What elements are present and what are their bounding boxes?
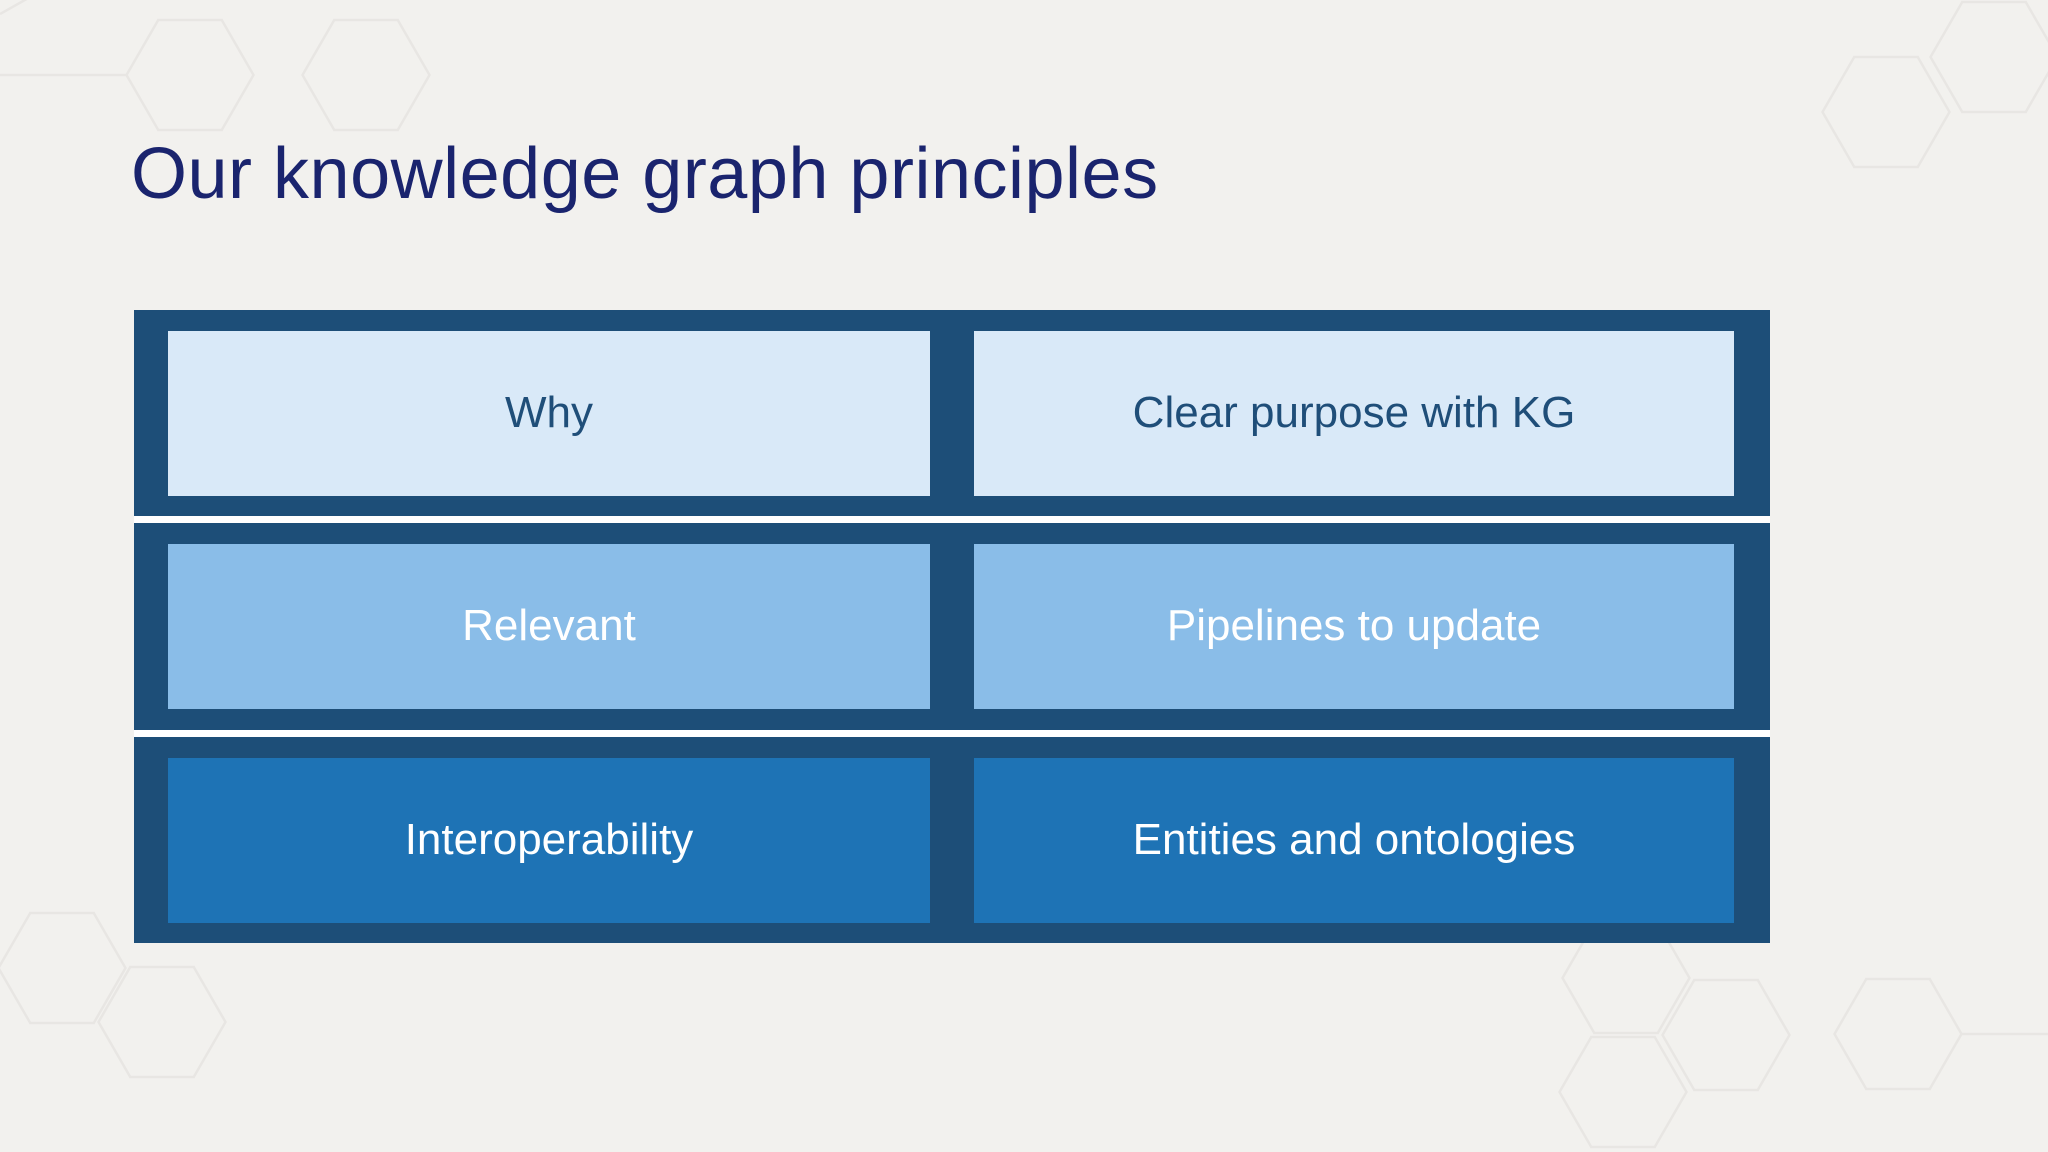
grid-cell-relevant: Relevant [168,544,930,709]
hexagon-icon [0,911,127,1025]
page-title: Our knowledge graph principles [131,134,1159,214]
cell-label: Entities and ontologies [1132,815,1576,865]
hexagon-icon [1558,1035,1688,1149]
cell-label: Clear purpose with KG [1132,388,1576,438]
hexagon-icon [1929,0,2048,114]
grid-cell-why: Why [168,331,930,496]
hexagon-icon [97,965,227,1079]
hexagon-icon [1661,978,1791,1092]
grid-row-interoperability: Interoperability Entities and ontologies [134,737,1770,943]
hexagon-icon [125,18,255,132]
hexagon-icon [1833,977,1963,1091]
row-separator [134,516,1770,523]
cell-label: Why [505,388,593,438]
grid-row-why: Why Clear purpose with KG [134,310,1770,516]
grid-cell-clear-purpose: Clear purpose with KG [974,331,1734,496]
grid-cell-interoperability: Interoperability [168,758,930,923]
hexagon-icon [301,18,431,132]
grid-cell-pipelines: Pipelines to update [974,544,1734,709]
hexagon-connector-line [0,0,28,16]
principles-grid-frame: Why Clear purpose with KG Relevant Pipel… [134,310,1770,943]
cell-label: Interoperability [404,815,694,865]
row-separator [134,730,1770,737]
cell-label: Pipelines to update [1166,601,1542,651]
grid-row-relevant: Relevant Pipelines to update [134,523,1770,730]
cell-label: Relevant [462,601,636,651]
hexagon-icon [1821,55,1951,169]
grid-cell-entities: Entities and ontologies [974,758,1734,923]
